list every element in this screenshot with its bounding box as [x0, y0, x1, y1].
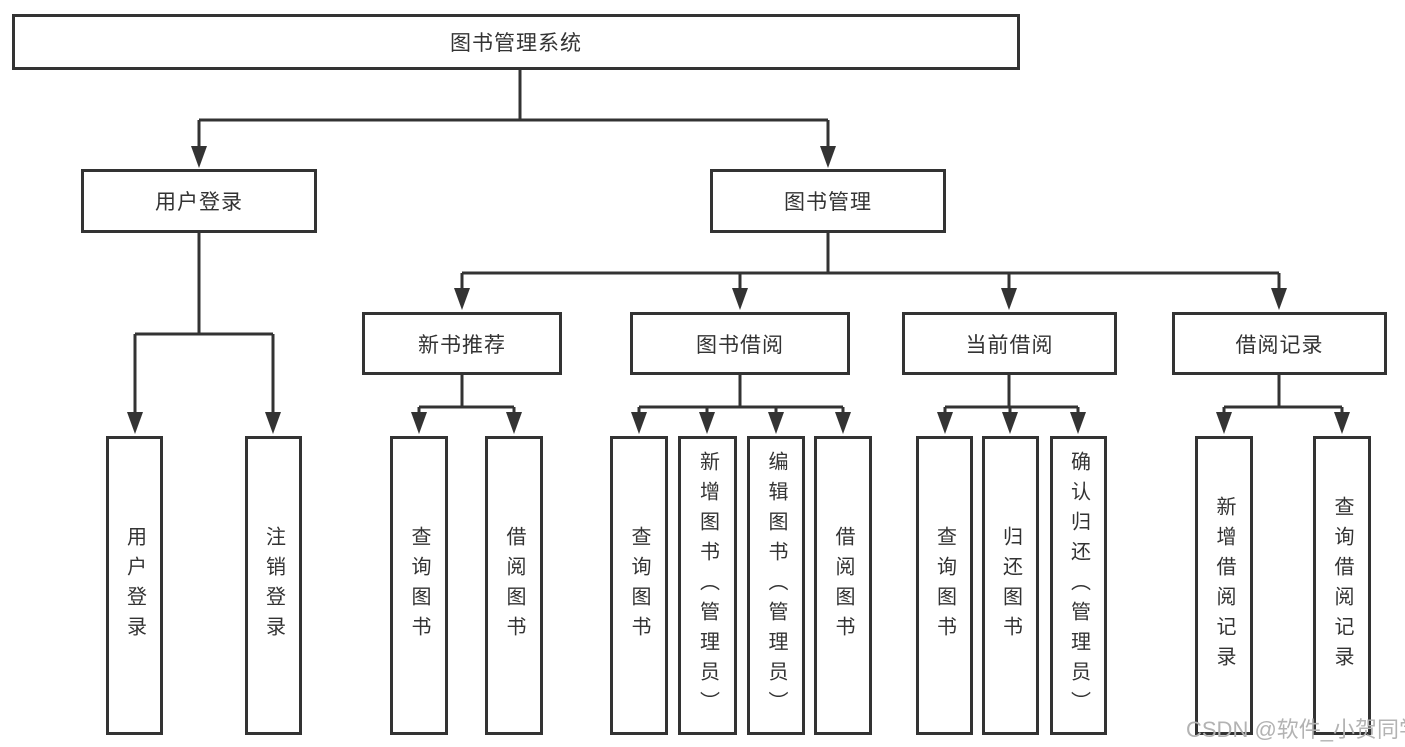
node-user-login: 用户登录 [81, 169, 317, 233]
leaf-query-books-2-label: 查询图书 [628, 525, 650, 646]
node-book-borrowing-label: 图书借阅 [696, 333, 784, 357]
leaf-add-books-admin-label: 新增图书（管理员） [696, 450, 719, 721]
leaf-logout-label: 注销登录 [262, 525, 285, 646]
leaf-query-borrow-record: 查询借阅记录 [1313, 436, 1371, 735]
node-borrowing-records-label: 借阅记录 [1235, 333, 1324, 357]
node-current-borrowing: 当前借阅 [902, 312, 1117, 375]
leaf-query-books-3-label: 查询图书 [933, 525, 956, 646]
leaf-confirm-return-admin-label: 确认归还（管理员） [1067, 450, 1090, 721]
arrowheads [127, 146, 1350, 434]
leaf-query-borrow-record-label: 查询借阅记录 [1331, 495, 1353, 676]
leaf-edit-books-admin: 编辑图书（管理员） [747, 436, 805, 735]
leaf-query-books-1-label: 查询图书 [408, 525, 430, 646]
node-borrowing-records: 借阅记录 [1172, 312, 1387, 375]
node-library-management-system-label: 图书管理系统 [450, 32, 582, 55]
node-book-management-label: 图书管理 [784, 191, 872, 214]
leaf-borrow-books-2-label: 借阅图书 [832, 525, 854, 646]
edge-paths [133, 70, 1344, 416]
node-book-borrowing: 图书借阅 [630, 312, 850, 375]
csdn-watermark: CSDN @软件_小贺同学 [1186, 717, 1405, 742]
leaf-borrow-books-2: 借阅图书 [814, 436, 872, 735]
leaf-borrow-books-1: 借阅图书 [485, 436, 543, 735]
leaf-query-books-3: 查询图书 [916, 436, 973, 735]
leaf-return-books-label: 归还图书 [999, 525, 1022, 646]
leaf-borrow-books-1-label: 借阅图书 [503, 525, 525, 646]
leaf-query-books-2: 查询图书 [610, 436, 668, 735]
leaf-add-books-admin: 新增图书（管理员） [678, 436, 737, 735]
leaf-return-books: 归还图书 [982, 436, 1039, 735]
leaf-logout: 注销登录 [245, 436, 302, 735]
leaf-user-login: 用户登录 [106, 436, 163, 735]
node-library-management-system: 图书管理系统 [12, 14, 1020, 70]
leaf-add-borrow-record-label: 新增借阅记录 [1213, 495, 1235, 676]
node-book-management: 图书管理 [710, 169, 946, 233]
leaf-user-login-label: 用户登录 [123, 525, 146, 646]
leaf-edit-books-admin-label: 编辑图书（管理员） [765, 450, 787, 721]
node-new-book-recommend-label: 新书推荐 [418, 333, 506, 357]
leaf-confirm-return-admin: 确认归还（管理员） [1050, 436, 1107, 735]
node-user-login-label: 用户登录 [155, 191, 243, 214]
leaf-add-borrow-record: 新增借阅记录 [1195, 436, 1253, 735]
leaf-query-books-1: 查询图书 [390, 436, 448, 735]
node-new-book-recommend: 新书推荐 [362, 312, 562, 375]
node-current-borrowing-label: 当前借阅 [965, 333, 1054, 357]
